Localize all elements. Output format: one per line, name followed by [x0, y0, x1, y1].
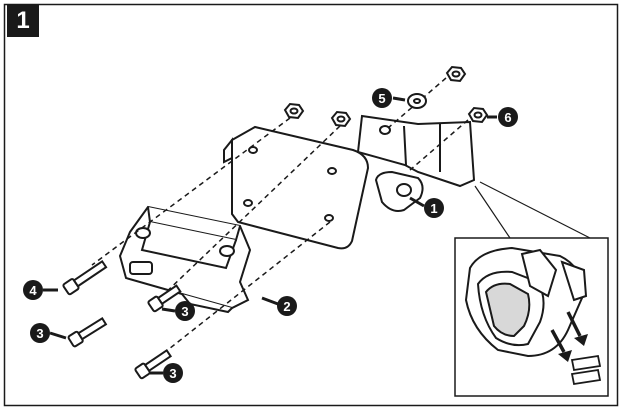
callout-6: 6: [498, 107, 518, 127]
bolt-3b: [147, 284, 182, 313]
nut: [467, 106, 489, 124]
bolt-4: [62, 259, 108, 296]
nut: [283, 102, 305, 120]
nut: [330, 110, 352, 128]
svg-text:1: 1: [430, 201, 437, 216]
light-detail-inset: [454, 181, 609, 397]
leader-arrows: [43, 96, 497, 375]
svg-text:3: 3: [169, 366, 176, 381]
step-number-badge: 1: [7, 5, 39, 37]
callout-2: 2: [277, 296, 297, 316]
svg-text:5: 5: [378, 91, 385, 106]
callout-3c: 3: [163, 363, 183, 383]
callout-4: 4: [23, 280, 43, 300]
callout-3b: 3: [175, 301, 195, 321]
bolt-3c: [134, 349, 173, 380]
svg-text:3: 3: [181, 304, 188, 319]
nut: [445, 65, 467, 83]
callout-3a: 3: [30, 323, 50, 343]
svg-text:4: 4: [29, 283, 37, 298]
svg-text:3: 3: [36, 326, 43, 341]
bolt-3a: [67, 316, 108, 348]
mounting-plate: [223, 125, 370, 250]
bolts: [62, 259, 182, 380]
hardware: [283, 65, 489, 128]
svg-text:2: 2: [283, 299, 290, 314]
callout-1: 1: [424, 198, 444, 218]
svg-text:6: 6: [504, 110, 511, 125]
bracket: [356, 114, 476, 212]
callout-5: 5: [372, 88, 392, 108]
callouts: 5 6 1 2 4 3 3 3: [23, 88, 518, 383]
washer: [407, 93, 427, 109]
outer-border: [3, 3, 619, 407]
base-block: [118, 205, 252, 314]
